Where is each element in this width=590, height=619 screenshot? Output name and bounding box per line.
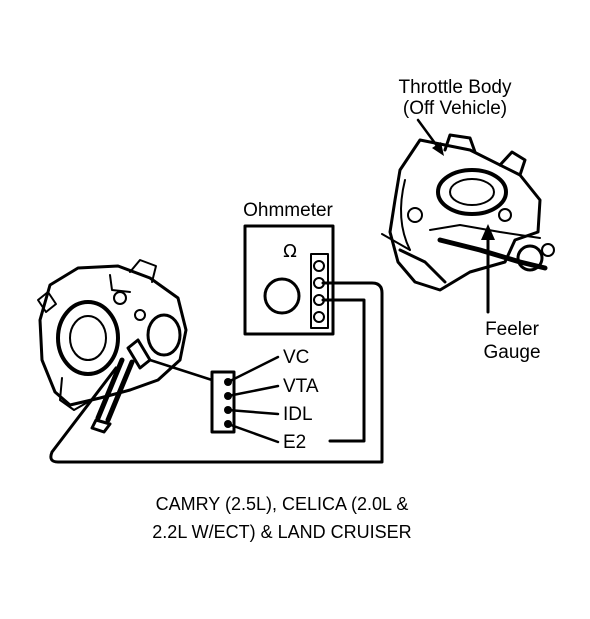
feeler-gauge-label: Feeler Gauge [481,224,541,363]
throttle-body-label-line1: Throttle Body [399,77,512,98]
throttle-body-pointer [416,118,442,152]
ohm-symbol: Ω [283,241,297,262]
terminal-vta-label: VTA [283,376,319,397]
ohmmeter-label: Ohmmeter [243,200,333,221]
connector-housing [210,370,236,434]
throttle-body-label: Throttle Body (Off Vehicle) [399,77,512,156]
terminal-e2-label: E2 [283,432,306,453]
caption-line2: 2.2L W/ECT) & LAND CRUISER [152,522,411,542]
terminal-vc-label: VC [283,347,309,368]
feeler-gauge-label-line2: Gauge [483,342,540,363]
ohmmeter-dial [263,277,301,315]
terminal-idl-label: IDL [283,404,313,425]
feeler-gauge-arrowhead [481,224,495,240]
feeler-gauge-label-line1: Feeler [485,319,540,340]
ohmmeter-case [243,224,335,336]
caption: CAMRY (2.5L), CELICA (2.0L & 2.2L W/ECT)… [152,494,411,542]
test-leads [49,281,384,464]
throttle-body-arrowhead [432,142,444,156]
ohmmeter-jack-1 [313,260,325,272]
terminal-e2-leader [226,422,280,444]
throttle-body-on-vehicle [37,259,188,434]
caption-line1: CAMRY (2.5L), CELICA (2.0L & [156,494,409,514]
throttle-body-label-line2: (Off Vehicle) [403,98,507,119]
connector-harness [148,358,214,382]
test-lead-e2 [321,298,366,443]
ohmmeter-jack-4 [313,311,325,323]
ohmmeter-jack-panel [310,253,329,329]
throttle-body-off-vehicle [381,133,555,292]
terminal-idl-leader [226,408,280,416]
terminal-vc-leader [226,355,280,384]
tps-connector: VC VTA IDL E2 [148,347,319,453]
ohmmeter: Ohmmeter Ω [243,200,335,336]
terminal-vta-leader [226,384,280,398]
test-lead-throttle [49,281,384,464]
